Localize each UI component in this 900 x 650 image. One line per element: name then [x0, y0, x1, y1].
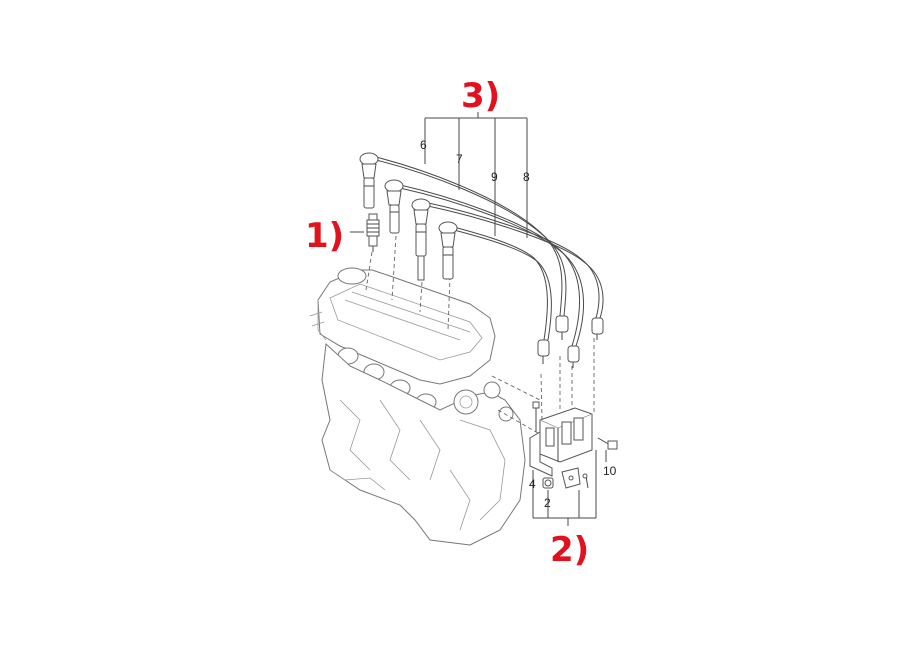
- engine-block: [309, 267, 526, 546]
- callout-spark-plug: 1): [305, 216, 344, 256]
- part-number-4: 4: [529, 477, 536, 491]
- part-number-10: 10: [603, 464, 617, 478]
- callout-wire-set: 3): [461, 76, 500, 116]
- spark-plug-wire-set: [359, 152, 604, 368]
- callout-coil-assembly: 2): [550, 530, 589, 570]
- leader-lines: [350, 112, 607, 526]
- part-number-labels: 6 7 9 8 10 4 2: [420, 138, 617, 510]
- part-number-2: 2: [544, 496, 551, 510]
- part-number-9: 9: [491, 170, 498, 184]
- callout-labels: 3) 1) 2): [305, 76, 589, 570]
- spark-plug: [366, 213, 380, 252]
- assembly-guide-lines: [365, 235, 595, 441]
- ignition-coil-assembly: [529, 401, 618, 489]
- part-number-8: 8: [523, 170, 530, 184]
- part-number-6: 6: [420, 138, 427, 152]
- part-number-7: 7: [456, 152, 463, 166]
